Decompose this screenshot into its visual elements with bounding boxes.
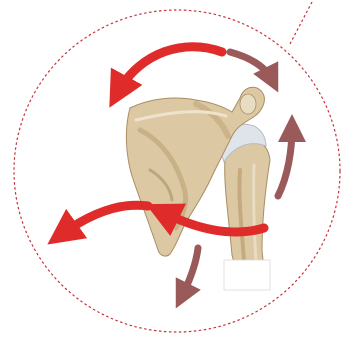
curved-arrow-brown-bottom bbox=[182, 248, 198, 296]
humerus-bone bbox=[225, 139, 270, 270]
curved-arrow-red-top bbox=[118, 47, 222, 92]
curved-arrow-brown-right bbox=[278, 128, 292, 196]
curved-arrow-brown-top-right bbox=[230, 52, 272, 80]
dashed-pointer-line bbox=[290, 2, 312, 44]
curved-arrow-red-left bbox=[62, 205, 148, 234]
label-box bbox=[224, 260, 270, 290]
